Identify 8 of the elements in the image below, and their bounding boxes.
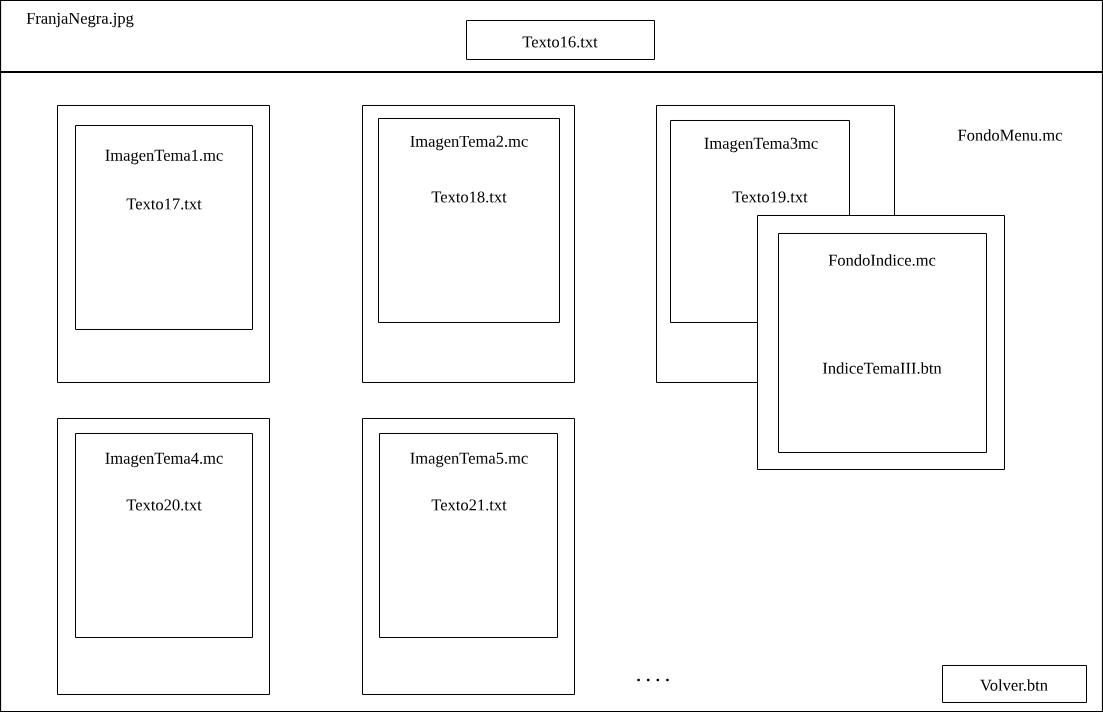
image-box: ImagenTema4.mc Texto20.txt — [75, 433, 253, 638]
text-field-box: Texto16.txt — [466, 20, 655, 60]
image-box: ImagenTema5.mc Texto21.txt — [379, 433, 558, 638]
button-box: Volver.btn — [942, 665, 1087, 703]
ellipsis-dots: . . . . — [637, 678, 669, 682]
image-box: ImagenTema1.mc Texto17.txt — [75, 125, 253, 330]
index-box: FondoIndice.mc IndiceTemaIII.btn — [778, 233, 987, 453]
image-box: ImagenTema2.mc Texto18.txt — [378, 118, 560, 323]
